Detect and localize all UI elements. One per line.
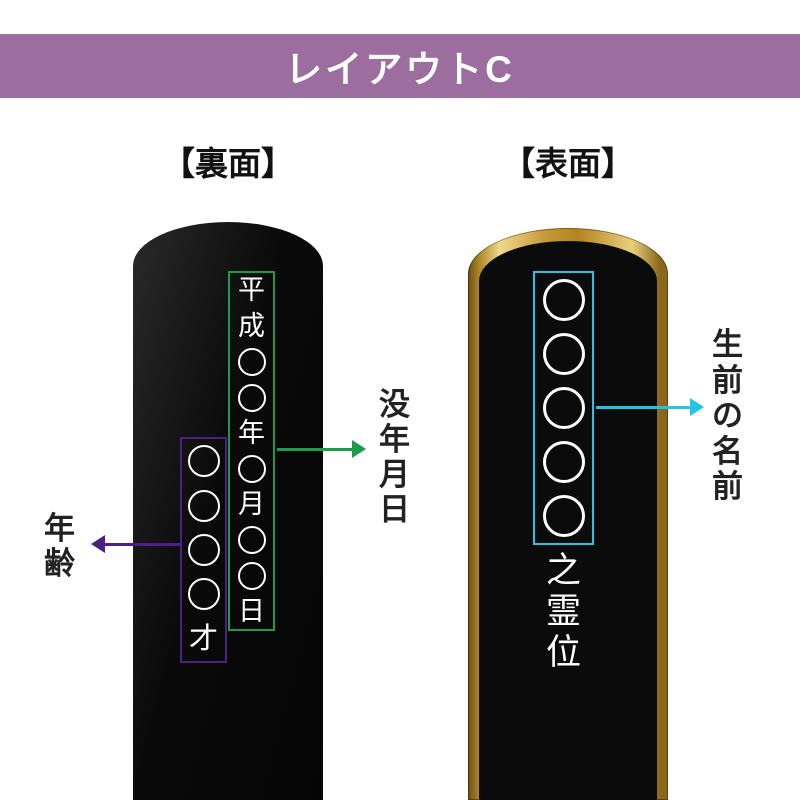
front-side-heading: 【表面】 bbox=[502, 145, 634, 182]
kanji-glyph: 月 bbox=[238, 488, 265, 520]
placeholder-circle bbox=[237, 380, 266, 416]
kanji-glyph: 平 bbox=[238, 275, 265, 307]
placeholder-circle bbox=[237, 344, 266, 380]
age-label: 年齢 bbox=[44, 511, 75, 581]
kanji-glyph: 之 bbox=[545, 551, 581, 591]
death-date-arrow-line bbox=[277, 448, 353, 451]
kanji-glyph: 霊 bbox=[545, 592, 581, 632]
kanji-glyph: 日 bbox=[238, 595, 265, 627]
placeholder-circle bbox=[187, 528, 220, 572]
name-arrow-line bbox=[596, 406, 692, 409]
kanji-glyph: 前 bbox=[712, 469, 743, 505]
circle-outline-icon bbox=[187, 578, 220, 611]
kanji-glyph: 月 bbox=[379, 457, 410, 492]
kanji-glyph: 齢 bbox=[44, 546, 75, 581]
kanji-glyph: 名 bbox=[712, 433, 743, 469]
kanji-glyph: 前 bbox=[712, 362, 743, 398]
circle-outline-icon bbox=[542, 387, 585, 429]
circle-outline-icon bbox=[542, 495, 585, 537]
death-date-box: 平成年月日 bbox=[228, 271, 275, 631]
header-banner: レイアウトC bbox=[0, 34, 800, 98]
circle-outline-icon bbox=[237, 383, 266, 412]
circle-outline-icon bbox=[542, 333, 585, 375]
placeholder-circle bbox=[237, 451, 266, 487]
page-title: レイアウトC bbox=[285, 49, 515, 90]
placeholder-circle bbox=[237, 558, 266, 594]
circle-outline-icon bbox=[542, 441, 585, 483]
placeholder-circle bbox=[187, 439, 220, 483]
circle-outline-icon bbox=[187, 534, 220, 567]
age-arrow-head-icon bbox=[91, 535, 105, 553]
name-in-life-label: 生前の名前 bbox=[712, 327, 743, 505]
circle-outline-icon bbox=[237, 347, 266, 376]
placeholder-circle bbox=[542, 435, 585, 489]
death-date-arrow-head-icon bbox=[352, 440, 366, 458]
kanji-glyph: 没 bbox=[379, 387, 410, 422]
circle-outline-icon bbox=[237, 525, 266, 554]
kanji-glyph: 生 bbox=[712, 327, 743, 363]
circle-outline-icon bbox=[187, 445, 220, 478]
kanji-glyph: 年 bbox=[44, 511, 75, 546]
age-arrow-line bbox=[105, 543, 180, 546]
memorial-title: 之霊位 bbox=[533, 551, 594, 674]
kanji-glyph: 位 bbox=[545, 633, 581, 673]
kanji-glyph: の bbox=[712, 398, 743, 434]
placeholder-circle bbox=[542, 273, 585, 327]
circle-outline-icon bbox=[237, 454, 266, 483]
kanji-glyph: 年 bbox=[379, 422, 410, 457]
circle-outline-icon bbox=[237, 561, 266, 590]
kanji-glyph: 成 bbox=[238, 310, 265, 342]
placeholder-circle bbox=[542, 489, 585, 543]
kanji-glyph: 年 bbox=[238, 417, 265, 449]
circle-outline-icon bbox=[542, 279, 585, 321]
kanji-glyph: 日 bbox=[379, 492, 410, 527]
placeholder-circle bbox=[187, 483, 220, 527]
name-arrow-head-icon bbox=[690, 398, 704, 416]
circle-outline-icon bbox=[187, 489, 220, 522]
placeholder-circle bbox=[542, 381, 585, 435]
placeholder-circle bbox=[237, 522, 266, 558]
placeholder-circle bbox=[187, 572, 220, 616]
kanji-glyph: 才 bbox=[188, 621, 218, 656]
placeholder-circle bbox=[542, 327, 585, 381]
death-date-label: 没年月日 bbox=[379, 387, 410, 527]
back-side-heading: 【裏面】 bbox=[162, 145, 294, 182]
age-box: 才 bbox=[180, 437, 227, 663]
name-box bbox=[533, 271, 594, 545]
